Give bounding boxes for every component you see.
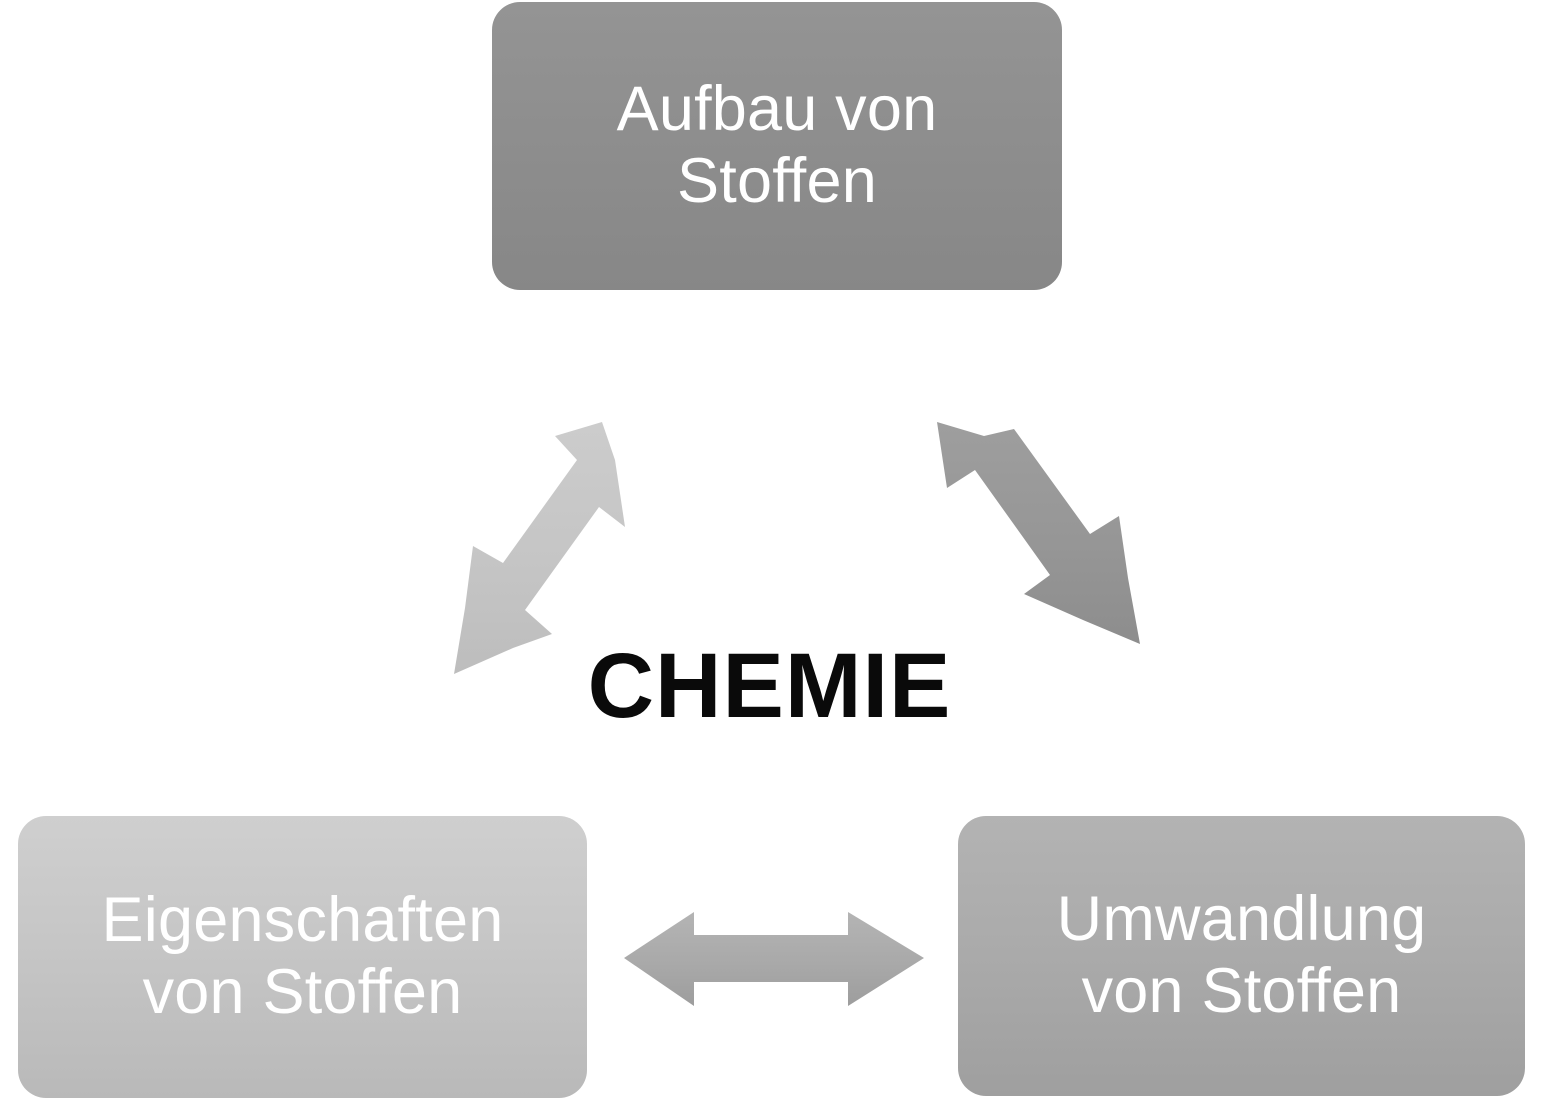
node-umwandlung-line2: von Stoffen xyxy=(1081,956,1402,1026)
double-arrow-horizontal-icon xyxy=(624,912,924,1006)
node-aufbau-line2: Stoffen xyxy=(677,146,877,216)
node-eigenschaften-line1: Eigenschaften xyxy=(101,885,504,956)
node-aufbau-line1: Aufbau von xyxy=(616,74,938,145)
double-arrow-left-diagonal-icon xyxy=(454,422,625,674)
double-arrow-right-diagonal-icon xyxy=(937,422,1140,644)
center-label-text: CHEMIE xyxy=(587,635,952,737)
node-eigenschaften-line2: von Stoffen xyxy=(142,957,463,1027)
node-umwandlung-line1: Umwandlung xyxy=(1056,884,1427,955)
center-label-chemie: CHEMIE xyxy=(0,634,1553,739)
